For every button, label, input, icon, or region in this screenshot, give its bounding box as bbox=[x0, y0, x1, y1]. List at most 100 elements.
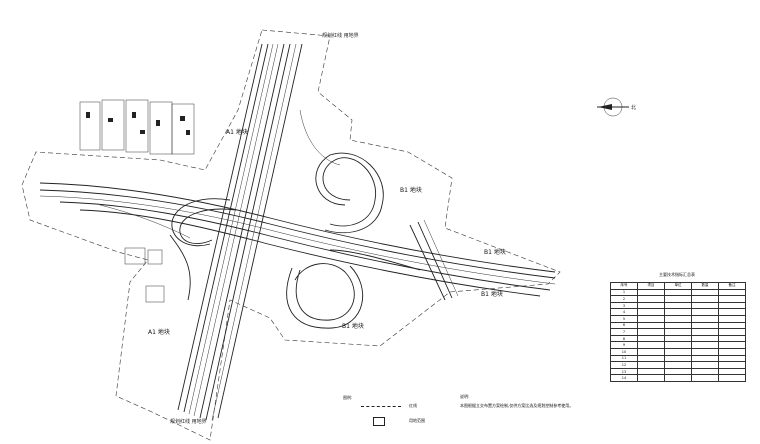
table-cell bbox=[718, 328, 746, 336]
small-blocks bbox=[124, 247, 165, 303]
table-cell: 10 bbox=[610, 347, 638, 356]
table-cell bbox=[691, 341, 719, 349]
table-title: 主要技术指标汇总表 bbox=[659, 272, 695, 277]
table-cell bbox=[691, 308, 719, 316]
table-row: 13 bbox=[610, 367, 746, 376]
table-header: 数量 bbox=[691, 282, 719, 290]
table-header: 单位 bbox=[664, 282, 692, 290]
building-block bbox=[79, 99, 195, 155]
planning-boundary bbox=[21, 29, 561, 441]
table-cell bbox=[691, 354, 719, 363]
table-cell bbox=[637, 374, 665, 382]
table-cell bbox=[664, 367, 692, 376]
table-cell bbox=[664, 341, 692, 349]
table-row: 6 bbox=[610, 321, 746, 330]
table-cell bbox=[664, 295, 692, 303]
table-cell bbox=[718, 301, 746, 310]
zone-label-s: B1 地块 bbox=[342, 322, 364, 330]
table-cell bbox=[691, 374, 719, 382]
table-cell: 3 bbox=[610, 301, 638, 310]
table-cell bbox=[637, 301, 665, 310]
table-cell: 8 bbox=[610, 334, 638, 343]
notes-heading: 说明: bbox=[460, 394, 470, 399]
table-cell bbox=[664, 288, 692, 297]
table-cell bbox=[637, 321, 665, 330]
table-cell bbox=[664, 374, 692, 382]
table-cell bbox=[637, 308, 665, 316]
table-cell bbox=[718, 361, 746, 369]
zone-label-nw: A1 地块 bbox=[226, 128, 248, 136]
table-cell: 2 bbox=[610, 295, 638, 303]
table-cell: 7 bbox=[610, 328, 638, 336]
legend: 图例: 红线 用地范围 bbox=[343, 395, 458, 429]
table-cell bbox=[718, 308, 746, 316]
table-cell bbox=[637, 328, 665, 336]
table-row: 10 bbox=[610, 347, 746, 356]
table-row: 12 bbox=[610, 361, 746, 369]
table-cell bbox=[664, 328, 692, 336]
table-cell bbox=[664, 301, 692, 310]
table-row: 8 bbox=[610, 334, 746, 343]
diagonal-ramp bbox=[409, 219, 459, 301]
table-row: 3 bbox=[610, 301, 746, 310]
table-cell bbox=[637, 295, 665, 303]
zone-label-ne: B1 地块 bbox=[400, 186, 422, 194]
table-cell bbox=[637, 341, 665, 349]
table-row: 7 bbox=[610, 328, 746, 336]
legend-box-label: 用地范围 bbox=[409, 418, 425, 423]
table-cell bbox=[691, 367, 719, 376]
table-cell bbox=[691, 328, 719, 336]
table-cell bbox=[691, 314, 719, 323]
table-cell bbox=[664, 314, 692, 323]
table-cell bbox=[664, 354, 692, 363]
table-cell bbox=[637, 334, 665, 343]
table-header-row: 序号 项目 单位 数量 备注 bbox=[610, 282, 746, 290]
table-cell: 1 bbox=[610, 288, 638, 297]
legend-line-label: 红线 bbox=[409, 403, 417, 408]
table-header: 备注 bbox=[718, 282, 746, 290]
table-cell bbox=[718, 354, 746, 363]
table-header: 项目 bbox=[637, 282, 665, 290]
table-cell bbox=[691, 347, 719, 356]
table-cell bbox=[637, 354, 665, 363]
table-cell bbox=[718, 374, 746, 382]
table-cell bbox=[664, 347, 692, 356]
interchange-ramps bbox=[99, 109, 421, 329]
east-west-road bbox=[39, 182, 556, 297]
table-cell: 11 bbox=[610, 354, 638, 363]
table-cell bbox=[691, 361, 719, 369]
table-row: 2 bbox=[610, 295, 746, 303]
table-cell bbox=[718, 314, 746, 323]
table-cell bbox=[718, 367, 746, 376]
table-cell: 13 bbox=[610, 367, 638, 376]
zone-label-sw: A1 地块 bbox=[148, 328, 170, 336]
north-arrow-label: 北 bbox=[631, 104, 636, 111]
legend-line-sample bbox=[361, 406, 401, 407]
top-label: 规划红线 用地界 bbox=[322, 32, 359, 39]
table-row: 4 bbox=[610, 308, 746, 316]
table-cell bbox=[664, 308, 692, 316]
table-cell bbox=[691, 295, 719, 303]
table-header: 序号 bbox=[610, 282, 638, 290]
table-cell bbox=[718, 347, 746, 356]
table-cell: 4 bbox=[610, 308, 638, 316]
table-cell bbox=[691, 288, 719, 297]
table-cell bbox=[637, 361, 665, 369]
table-cell bbox=[691, 321, 719, 330]
table-row: 1 bbox=[610, 288, 746, 297]
north-arrow bbox=[597, 97, 629, 117]
notes-text: 本图根据立交布置方案绘制,仅供方案比选及规划控制参考使用。 bbox=[460, 403, 574, 408]
table-cell bbox=[637, 367, 665, 376]
table-cell bbox=[637, 288, 665, 297]
zone-label-se-right: B1 地块 bbox=[481, 290, 503, 298]
table-cell bbox=[664, 334, 692, 343]
table-cell bbox=[718, 321, 746, 330]
table-cell: 5 bbox=[610, 314, 638, 323]
north-south-road bbox=[177, 43, 303, 421]
table-cell bbox=[718, 341, 746, 349]
legend-heading: 图例: bbox=[343, 395, 353, 400]
notes: 说明: 本图根据立交布置方案绘制,仅供方案比选及规划控制参考使用。 bbox=[460, 392, 640, 410]
